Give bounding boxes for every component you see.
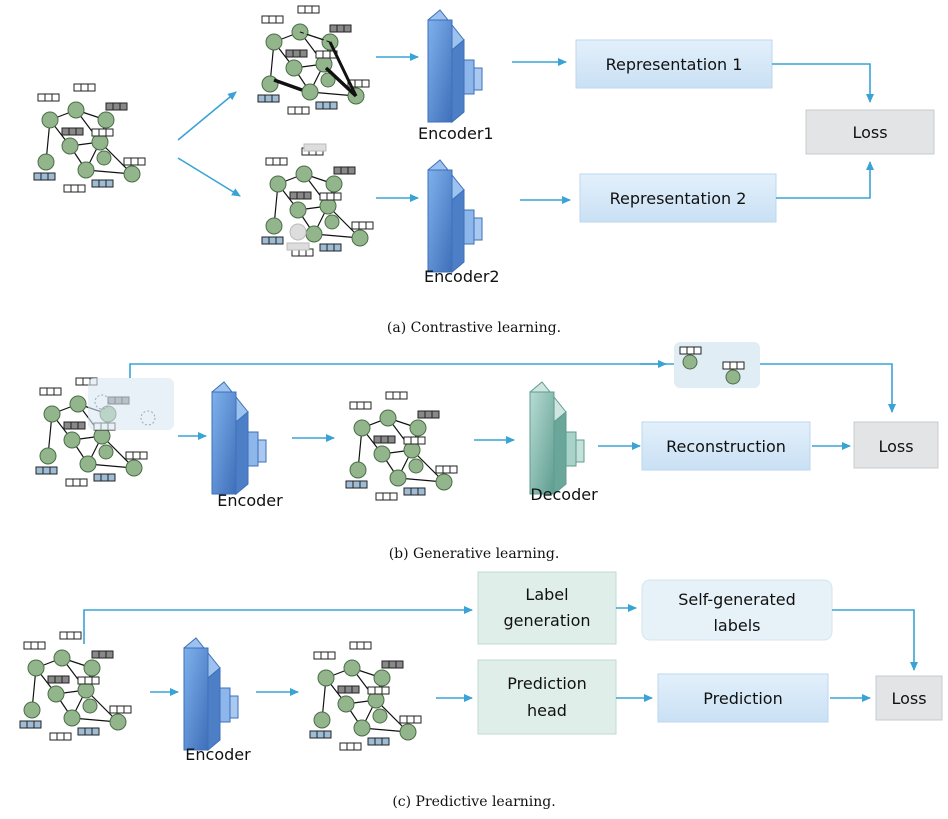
loss-box-b — [853, 421, 939, 469]
encoder2-label: Encoder2 — [424, 267, 500, 286]
augmented-graph-2 — [262, 143, 373, 256]
encoder1-label: Encoder1 — [418, 124, 494, 143]
self-generated-line2: labels — [713, 616, 760, 635]
representation-1-box — [575, 39, 773, 89]
prediction-box — [657, 673, 829, 723]
caption-b: (b) Generative learning. — [389, 546, 560, 562]
loss-label-a: Loss — [852, 123, 887, 142]
encoder2-block — [427, 159, 483, 273]
loss-label-b: Loss — [878, 437, 913, 456]
label-generation-line2: generation — [503, 611, 590, 630]
input-graph-a — [34, 84, 145, 192]
contrastive-panel: Encoder1 Encoder2 Representation 1 Repre… — [34, 6, 935, 336]
caption-a: (a) Contrastive learning. — [387, 320, 561, 336]
encoder-label-c: Encoder — [185, 745, 251, 764]
generative-panel: Encoder Decoder Reconstruction Loss (b) … — [36, 342, 939, 562]
encoder-block-c — [183, 637, 239, 751]
representation-1-label: Representation 1 — [606, 55, 743, 74]
encoder-label-b: Encoder — [217, 491, 283, 510]
latent-graph-b — [346, 392, 457, 500]
encoder-block-b — [211, 381, 267, 495]
loss-label-c: Loss — [891, 689, 926, 708]
prediction-head-box — [477, 659, 617, 735]
label-generation-box — [477, 571, 617, 645]
input-graph-c — [20, 632, 131, 740]
self-generated-line1: Self-generated — [678, 590, 796, 609]
prediction-head-line2: head — [527, 701, 567, 720]
masked-region — [88, 378, 174, 430]
label-generation-line1: Label — [525, 585, 568, 604]
representation-2-label: Representation 2 — [610, 189, 747, 208]
loss-box-c — [875, 675, 943, 721]
loss-box-a — [805, 109, 935, 155]
decoder-label: Decoder — [530, 485, 598, 504]
decoder-block — [529, 381, 585, 495]
prediction-label: Prediction — [703, 689, 782, 708]
prediction-head-line1: Prediction — [507, 674, 586, 693]
augmented-graph-1 — [258, 6, 369, 114]
representation-2-box — [579, 173, 777, 223]
latent-graph-c — [310, 642, 421, 750]
predictive-panel: Encoder Label generation Self-generated … — [20, 571, 943, 810]
reconstruction-label: Reconstruction — [666, 437, 786, 456]
encoder1-block — [427, 9, 483, 123]
caption-c: (c) Predictive learning. — [392, 794, 555, 810]
reconstruction-box — [641, 421, 811, 471]
